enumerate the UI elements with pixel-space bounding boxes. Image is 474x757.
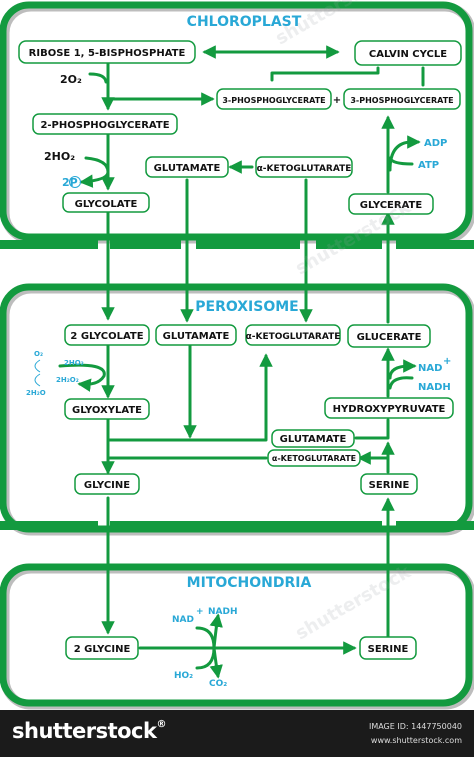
box-akg-perox: α-KETOGLUTARATE xyxy=(245,324,341,346)
box-2-glycolate: 2 GLYCOLATE xyxy=(64,324,150,346)
perox-nad-label: NAD xyxy=(418,363,442,374)
perox-nadplus-label: + xyxy=(443,356,451,367)
glycolate-label: GLYCOLATE xyxy=(75,199,138,210)
box-glucerate: GLUCERATE xyxy=(347,324,431,348)
atp-link xyxy=(388,156,414,166)
akg-from-serine-arrow xyxy=(357,448,390,465)
pga1-label: 3-PHOSPHOGLYCERATE xyxy=(222,96,325,105)
o2-label: 2O₂ xyxy=(60,73,82,86)
box-glycine: GLYCINE xyxy=(74,473,140,495)
box-glycerate: GLYCERATE xyxy=(348,193,434,215)
glutamate-to-hp-line xyxy=(354,418,390,440)
pga2-label: 3-PHOSPHOGLYCERATE xyxy=(350,96,453,105)
pga-plus: + xyxy=(333,95,341,106)
2-glycine-label: 2 GLYCINE xyxy=(74,644,131,655)
perox-h2o2a-label: 2HO₂ xyxy=(64,359,84,367)
ribose-label: RIBOSE 1, 5-BISPHOSPHATE xyxy=(29,48,186,59)
watermark-text: shutterstock xyxy=(292,561,415,644)
box-3pga-b: 3-PHOSPHOGLYCERATE xyxy=(343,88,461,110)
akg2-label: α-KETOGLUTARATE xyxy=(272,454,356,463)
mito-ho2-label: HO₂ xyxy=(174,671,193,681)
mito-co2-label: CO₂ xyxy=(209,679,227,689)
h2o-to-pi-curve xyxy=(79,156,110,188)
mito-nadh-label: NADH xyxy=(208,607,238,617)
akg-perox-label: α-KETOGLUTARATE xyxy=(246,332,341,342)
mito-nad-label: NAD xyxy=(172,615,194,625)
membrane-strip-chloro-perox xyxy=(0,240,474,249)
atp-to-adp-curve xyxy=(388,135,421,172)
hydroxypyruvate-label: HYDROXYPYRUVATE xyxy=(333,404,446,415)
footer-brand: shutterstock® xyxy=(12,719,166,743)
box-glutamate-perox: GLUTAMATE xyxy=(155,324,237,346)
perox-o2-label: O₂ xyxy=(34,350,43,358)
calvin-to-pga-line xyxy=(270,66,380,82)
perox-nadh-label: NADH xyxy=(418,382,451,393)
serine-mito-label: SERINE xyxy=(368,644,409,655)
calvin-label: CALVIN CYCLE xyxy=(369,49,447,60)
box-2pg: 2-PHOSPHOGLYCERATE xyxy=(32,113,178,135)
catalase-glyphs xyxy=(34,359,41,387)
pi-circle xyxy=(69,176,81,188)
akg-return-arrow xyxy=(106,353,273,448)
box-3pga-a: 3-PHOSPHOGLYCERATE xyxy=(216,88,332,110)
brand-name: shutterstock xyxy=(12,719,157,743)
glutamate2-label: GLUTAMATE xyxy=(280,434,347,445)
footer-url: www.shutterstock.com xyxy=(370,736,462,745)
glycine-label: GLYCINE xyxy=(84,480,130,491)
membrane-strip-perox-mito xyxy=(0,521,474,530)
mitochondria-title: MITOCHONDRIA xyxy=(187,575,312,591)
o2-input-curve xyxy=(88,72,108,84)
box-glutamate-perox-2: GLUTAMATE xyxy=(271,429,355,448)
glyoxylate-label: GLYOXYLATE xyxy=(72,405,142,416)
atp-label: ATP xyxy=(418,160,439,171)
box-akg-perox-2: α-KETOGLUTARATE xyxy=(267,449,361,467)
nadh-output-arrow xyxy=(209,613,223,650)
2-glycolate-label: 2 GLYCOLATE xyxy=(70,331,143,342)
chloroplast-title: CHLOROPLAST xyxy=(187,14,302,30)
mitochondria-membrane xyxy=(0,563,474,710)
box-glutamate-chloro: GLUTAMATE xyxy=(145,156,229,178)
nadh-link xyxy=(388,376,414,390)
glycerate-label: GLYCERATE xyxy=(360,200,423,211)
mito-plus-label: + xyxy=(196,607,204,617)
brand-trademark: ® xyxy=(156,719,166,730)
glucerate-label: GLUCERATE xyxy=(357,332,422,343)
box-glyoxylate: GLYOXYLATE xyxy=(64,398,150,420)
adp-label: ADP xyxy=(424,138,447,149)
akg-chloro-label: α-KETOGLUTARATE xyxy=(257,164,352,174)
peroxisome-title: PEROXISOME xyxy=(195,299,299,315)
glutamate-perox-label: GLUTAMATE xyxy=(163,331,230,342)
glutamate-chloro-label: GLUTAMATE xyxy=(154,163,221,174)
nadh-to-nad-curve xyxy=(388,359,417,380)
stock-footer: shutterstock® IMAGE ID: 1447750040 www.s… xyxy=(0,710,474,757)
h2o2-curve xyxy=(58,363,106,392)
box-hydroxypyruvate: HYDROXYPYRUVATE xyxy=(324,397,454,419)
box-serine-mito: SERINE xyxy=(359,636,417,660)
serine-perox-label: SERINE xyxy=(369,480,410,491)
box-glycolate: GLYCOLATE xyxy=(62,192,150,213)
box-serine-perox: SERINE xyxy=(360,473,418,495)
chloroplast-membrane xyxy=(0,1,474,244)
perox-h2o2b-label: 2H₂O₂ xyxy=(56,376,79,384)
perox-h2o-label: 2H₂O xyxy=(26,389,46,397)
box-ribose: RIBOSE 1, 5-BISPHOSPHATE xyxy=(18,40,196,64)
box-2-glycine: 2 GLYCINE xyxy=(65,636,139,660)
2pg-label: 2-PHOSPHOGLYCERATE xyxy=(40,120,169,131)
box-akg-chloro: α-KETOGLUTARATE xyxy=(255,156,353,178)
transamination-line xyxy=(106,444,268,460)
footer-image-id: IMAGE ID: 1447750040 xyxy=(368,722,462,731)
h2o-label: 2HO₂ xyxy=(44,150,75,163)
co2-output-arrow xyxy=(209,646,223,679)
box-calvin-cycle: CALVIN CYCLE xyxy=(354,40,462,66)
